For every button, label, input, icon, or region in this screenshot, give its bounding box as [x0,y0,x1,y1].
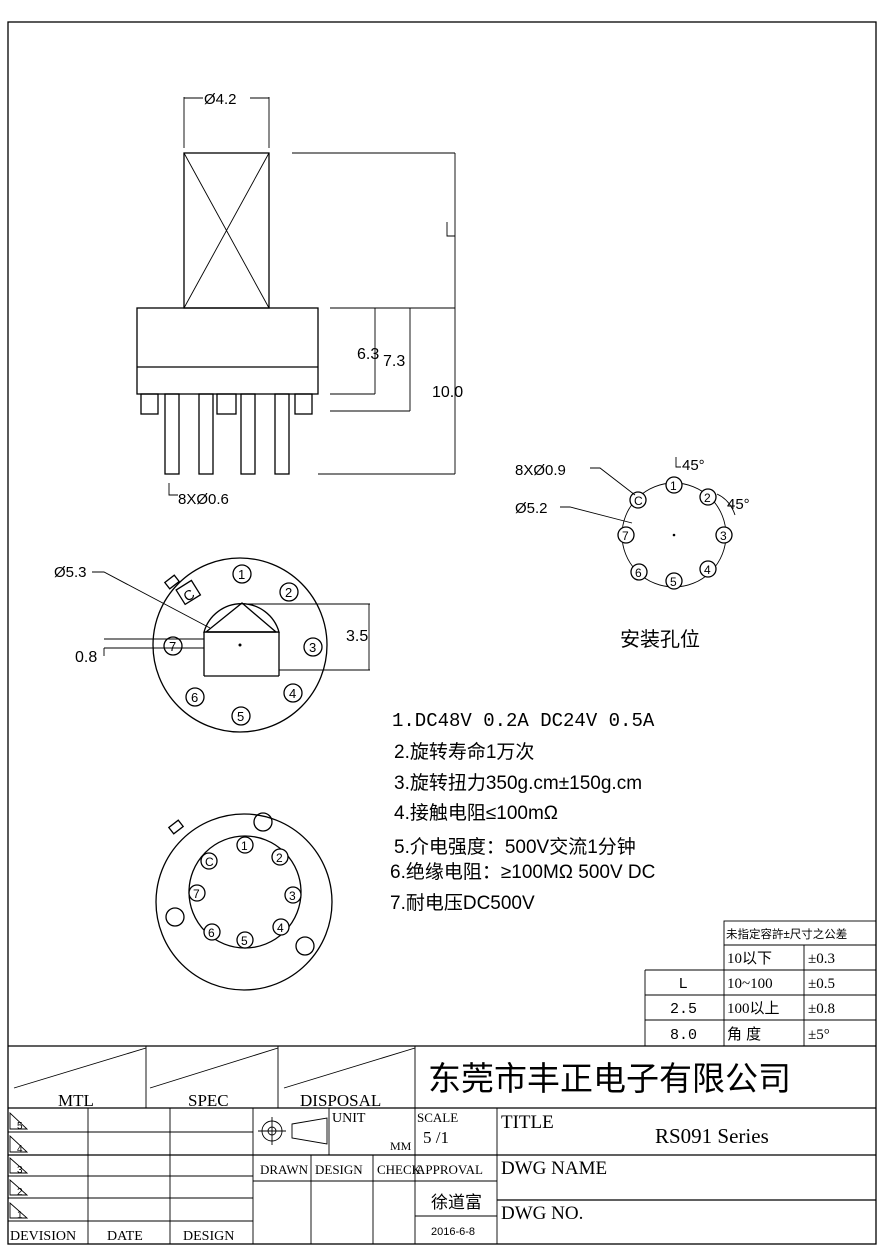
dim-0-8: 0.8 [75,649,97,666]
hole-label: 3 [720,529,727,543]
rev-mark: 4 [17,1144,23,1155]
rev-mark: 2 [17,1187,23,1198]
pin-label: 7 [169,639,176,654]
pin-label: 7 [193,887,200,901]
mounting-label: 安装孔位 [620,628,700,651]
pin-label: 1 [238,567,245,582]
rev-mark: 1 [17,1210,23,1221]
pin-label: 5 [241,934,248,948]
rev-mark: 5 [17,1121,23,1132]
dim-body-dia: Ø5.3 [54,564,87,581]
tol-range: 10以下 [727,951,772,967]
pin-label: 3 [289,889,296,903]
dwg-name-label: DWG NAME [501,1158,607,1179]
front-view: C 1 2 3 4 5 6 7 Ø5.3 3.5 [54,557,370,733]
hole-label: 5 [670,575,677,589]
title-label: TITLE [501,1112,554,1133]
title-block: MTL SPEC DISPOSAL 东莞市丰正电子有限公司 5 4 3 2 1 … [8,1045,876,1244]
disposal-label: DISPOSAL [300,1091,381,1110]
tol-range: 10~100 [727,976,773,992]
dim-10-0: 10.0 [432,384,463,401]
pin [274,393,290,475]
tol-value: ±0.3 [808,951,835,967]
hole-label: 6 [635,566,642,580]
dim-angle-top: 45° [682,457,705,474]
tol-left: L [679,975,687,992]
unit-value: MM [390,1139,412,1153]
hole-label: 4 [704,563,711,577]
pin-label: 5 [237,709,244,724]
scale-label: SCALE [417,1110,458,1125]
approver-name: 徐道富 [431,1193,482,1212]
hole-label: 7 [622,529,629,543]
body-circle [152,557,328,733]
tol-range: 100以上 [727,1000,780,1017]
design2-label: DESIGN [315,1162,363,1177]
spec-line: 7.耐电压DC500V [390,892,535,914]
title-value: RS091 Series [655,1124,769,1148]
dim-6-3: 6.3 [357,346,379,363]
pin-label-c: C [205,855,214,869]
tol-value: ±5° [808,1027,830,1043]
dim-7-3: 7.3 [383,353,405,370]
dim-pin-dia: 8XØ0.6 [178,491,229,508]
dwg-no-label: DWG NO. [501,1203,583,1224]
side-view: Ø4.2 8XØ0.6 L 6.3 7.3 [136,91,463,508]
mtl-label: MTL [58,1091,94,1110]
projection-symbol-icon [258,1117,328,1145]
pin-label: 1 [241,839,248,853]
mounting-hole-view: 1 2 3 4 5 6 7 C 8XØ0.9 Ø5.2 45° 45° 安装孔位 [515,457,750,651]
tol-range: 角 度 [727,1026,761,1043]
tol-value: ±0.8 [808,1001,835,1017]
pin-label: 4 [277,921,284,935]
tolerance-header: 未指定容許±尺寸之公差 [726,927,847,941]
scale-value: 5 /1 [423,1128,449,1147]
approval-label: APPROVAL [416,1162,483,1177]
sheet-border [7,21,877,1245]
rear-view: 1 2 3 4 5 6 7 C [155,812,333,991]
switch-body [136,307,319,395]
tol-left: 2.5 [670,1001,697,1018]
spec-line: 3.旋转扭力350g.cm±150g.cm [394,772,642,794]
check-label: CHECK [377,1162,422,1177]
hole-label: 2 [704,491,711,505]
tol-value: ±0.5 [808,976,835,992]
pin [164,393,180,475]
dim-shaft-dia: Ø4.2 [204,91,237,108]
unit-label: UNIT [332,1111,366,1126]
pin-label: 2 [285,585,292,600]
hole-label-c: C [634,494,643,508]
tol-left: 8.0 [670,1027,697,1044]
tolerance-table: 未指定容許±尺寸之公差 10以下 ±0.3 L 10~100 ±0.5 2.5 … [644,920,877,1046]
drawn-label: DRAWN [260,1162,309,1177]
dim-3-5: 3.5 [346,628,368,645]
dim-angle-side: 45° [727,496,750,513]
dim-hole-dia: 8XØ0.9 [515,462,566,479]
spec-line: 6.绝缘电阻：≥100MΩ 500V DC [390,861,655,883]
rev-mark: 3 [17,1165,23,1176]
approval-date: 2016-6-8 [431,1226,475,1238]
spec-line: 5.介电强度：500V交流1分钟 [394,836,636,858]
spec-list: 1.DC48V 0.2A DC24V 0.5A 2.旋转寿命1万次 3.旋转扭力… [390,710,655,914]
spec-line: 2.旋转寿命1万次 [394,741,534,763]
spec-label: SPEC [188,1091,229,1110]
pin-label: 3 [309,640,316,655]
dim-circle-dia: Ø5.2 [515,500,548,517]
hole-label: 1 [670,479,677,493]
spec-line: 1.DC48V 0.2A DC24V 0.5A [392,710,655,732]
design-label: DESIGN [183,1229,234,1244]
pin-label: 6 [191,690,198,705]
pin [198,393,214,475]
pin [240,393,256,475]
spec-line: 4.接触电阻≤100mΩ [394,802,558,824]
pin-label: 6 [208,926,215,940]
date-label: DATE [107,1229,143,1244]
rear-body-circle [155,813,333,991]
company-name: 东莞市丰正电子有限公司 [428,1060,791,1097]
pin-label: 2 [276,851,283,865]
division-label: DEVISION [10,1229,76,1244]
pin-label: 4 [289,686,296,701]
